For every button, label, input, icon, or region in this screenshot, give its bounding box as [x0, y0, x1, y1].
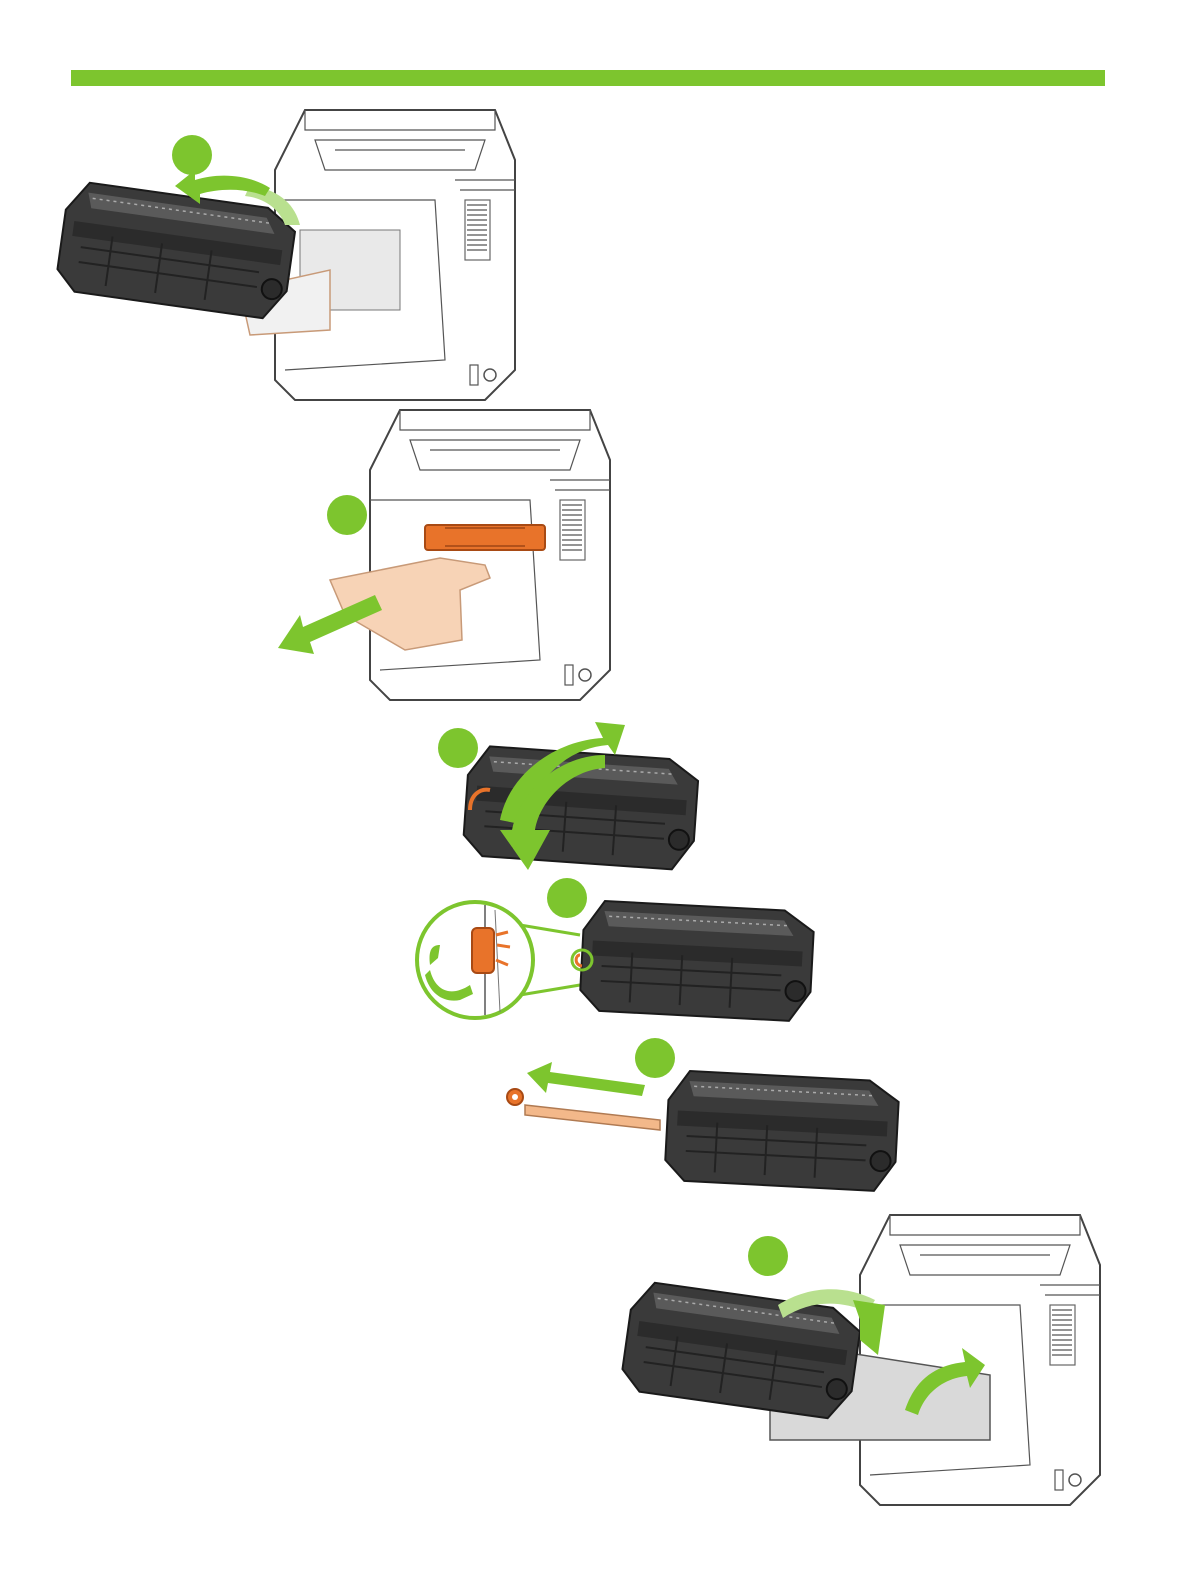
step-6-illustration: [620, 1215, 1100, 1505]
step-6-badge-icon: [748, 1236, 788, 1276]
step-3-illustration: [438, 722, 699, 871]
step-3-badge-icon: [438, 728, 478, 768]
step-2-badge-icon: [327, 495, 367, 535]
step-4-badge-icon: [547, 878, 587, 918]
step-2-illustration: [278, 410, 610, 700]
step-5-illustration: [507, 1038, 900, 1192]
step-1-illustration: [55, 110, 515, 400]
step-5-badge-icon: [635, 1038, 675, 1078]
step-1-badge-icon: [172, 135, 212, 175]
step-4-illustration: [417, 878, 815, 1022]
